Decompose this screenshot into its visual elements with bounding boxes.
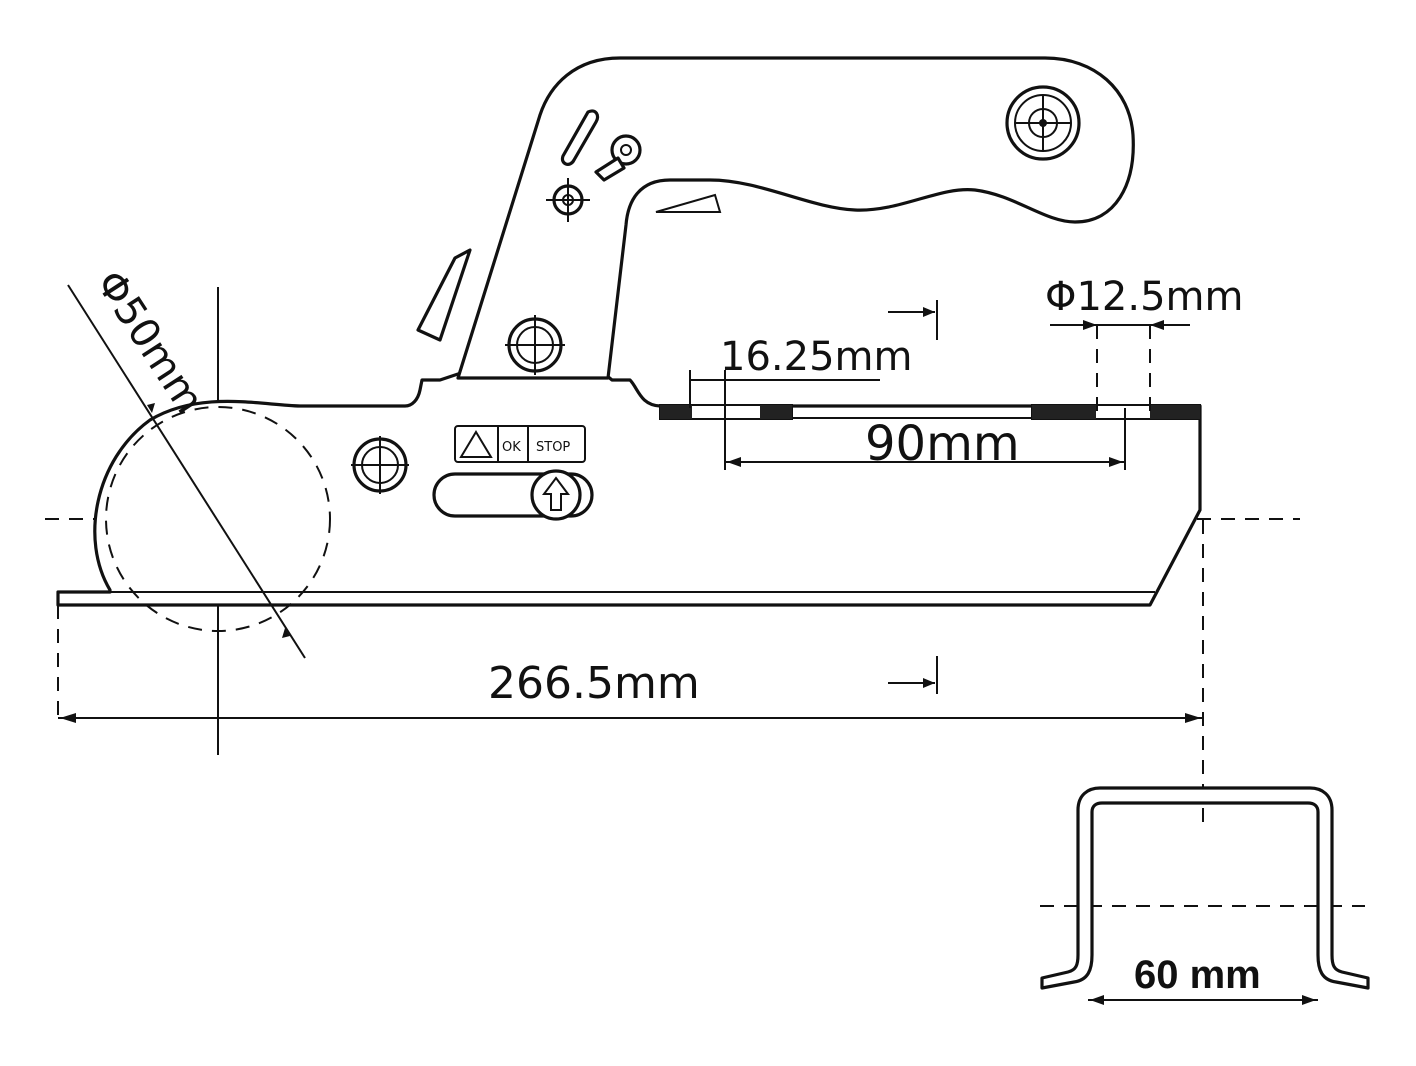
- body-hole: [351, 436, 409, 494]
- indicator-sign: OK STOP: [454, 425, 586, 463]
- ball-socket: [105, 406, 331, 632]
- handle-small-pins: [546, 109, 642, 222]
- bolt-hole-diameter-dimension: Φ12.5mm: [1045, 274, 1243, 420]
- hole-spacing-label: 90mm: [865, 416, 1020, 472]
- sign-stop-text: STOP: [536, 440, 570, 455]
- hole-offset-dimension: 16.25mm: [689, 300, 938, 470]
- channel-profile: [1040, 786, 1370, 990]
- bolt-hole-diameter-label: Φ12.5mm: [1045, 274, 1243, 320]
- overall-length-dimension: 266.5mm: [57, 605, 1203, 725]
- sign-ok-text: OK: [502, 440, 521, 455]
- hole-spacing-dimension: 90mm: [725, 408, 1126, 472]
- handle-pivot: [1005, 85, 1081, 161]
- safety-slot: [432, 469, 594, 521]
- coupler-body: [56, 306, 1202, 607]
- channel-width-label: 60 mm: [1134, 953, 1261, 997]
- warning-icon: [459, 430, 493, 458]
- arrow-up-icon: [542, 476, 570, 511]
- overall-length-label: 266.5mm: [488, 658, 700, 709]
- main-pivot-bolt: [505, 315, 565, 375]
- channel-width-dimension: 60 mm: [1088, 953, 1318, 1005]
- hole-offset-label: 16.25mm: [720, 334, 912, 380]
- ball-diameter-label: Φ50mm: [87, 262, 213, 422]
